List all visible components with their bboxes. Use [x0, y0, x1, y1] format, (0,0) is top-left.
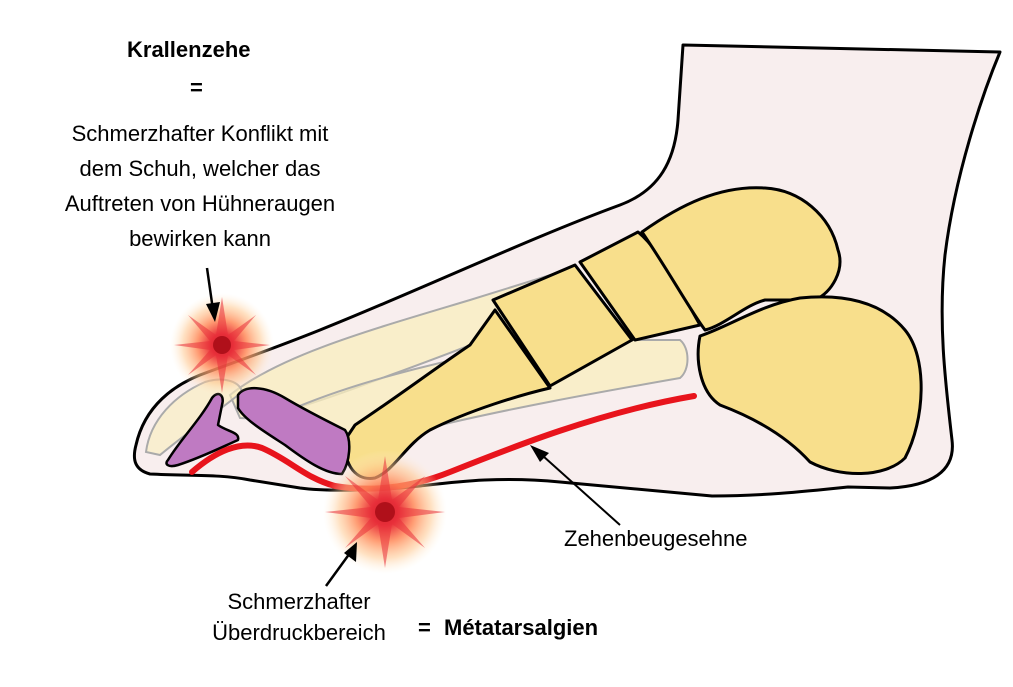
description-line-4: bewirken kann [45, 223, 355, 255]
result-label: Métatarsalgien [444, 612, 598, 644]
title-label: Krallenzehe [127, 34, 251, 66]
title-equals: = [190, 72, 203, 104]
pain-burst-icon [170, 293, 274, 397]
tendon-label: Zehenbeugesehne [564, 523, 748, 555]
description-line-1: Schmerzhafter Konflikt mit [45, 118, 355, 150]
result-equals: = [418, 612, 431, 644]
pressure-label-line-1: Schmerzhafter [188, 586, 410, 618]
description-line-2: dem Schuh, welcher das [45, 153, 355, 185]
pain-burst-icon [323, 450, 447, 574]
description-line-3: Auftreten von Hühneraugen [45, 188, 355, 220]
pressure-label-line-2: Überdruckbereich [188, 617, 410, 649]
